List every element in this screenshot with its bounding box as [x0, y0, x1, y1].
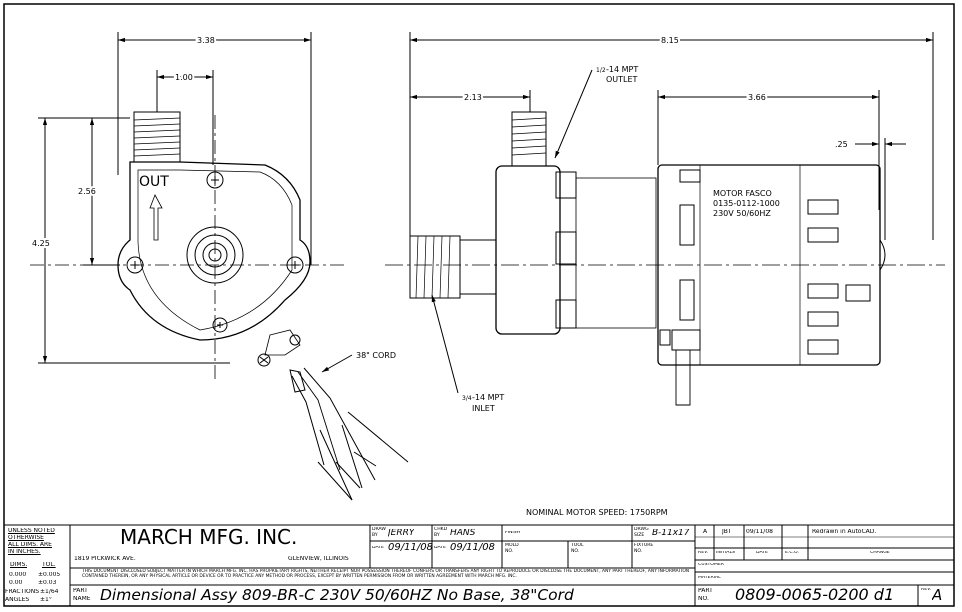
front-view	[30, 32, 409, 501]
out-label: OUT	[139, 174, 169, 190]
dims-col-label: DIMS.	[10, 562, 28, 568]
rev-header-rev: REV.	[698, 551, 709, 555]
rev-value: A	[932, 588, 943, 603]
part-name-label-1: PART	[73, 588, 88, 594]
side-view	[385, 32, 945, 406]
cord-label: 38" CORD	[356, 351, 396, 360]
rev-row-change: Redrawn in AutoCAD.	[812, 529, 877, 535]
dim-width-text: 3.38	[197, 36, 215, 45]
date-chkd-value: 09/11/08	[450, 543, 495, 553]
drawn-by-value: JERRY	[388, 529, 415, 538]
dim-height-outlet-text: 2.56	[78, 187, 96, 196]
tol-row-3-dims: FRACTIONS	[5, 589, 40, 595]
part-no-value: 0809-0065-0200 d1	[735, 587, 895, 603]
tolerance-header-1: UNLESS NOTED	[8, 528, 55, 534]
inlet-callout-frac: 3/4	[462, 395, 472, 402]
rev-header-date: DATE	[756, 551, 768, 555]
motor-label-2: 0135-0112-1000	[713, 199, 780, 208]
rev-label: REV.	[921, 588, 932, 592]
title-block-grid	[4, 524, 954, 606]
finish-label: FINISH	[505, 531, 521, 535]
dim-offset-text: 1.00	[175, 73, 193, 82]
inlet-callout-text: -14 MPT	[472, 393, 504, 402]
rev-row-date: 09/11/08	[746, 529, 773, 535]
inlet-callout-text-2: INLET	[472, 404, 495, 413]
date-label-chkd: DATE	[434, 546, 446, 550]
rev-header-initials: INITIALS	[716, 551, 735, 555]
dim-motor-text: 3.66	[748, 93, 766, 102]
tol-row-4-tol: ±1°	[40, 597, 52, 603]
rev-header-change: CHANGE	[870, 551, 890, 555]
customer-label: CUSTOMER	[698, 563, 724, 567]
fixture-label: FIXTURE NO.	[634, 543, 654, 554]
company-name: MARCH MFG. INC.	[120, 527, 298, 547]
drwg-size-label: DRWG SIZE	[634, 527, 649, 538]
rev-header-eco: E.C.O.	[785, 551, 799, 555]
dim-outlet-pos-text: 2.13	[464, 93, 482, 102]
dim-end-text: .25	[835, 140, 848, 149]
tol-col-label: TOL.	[42, 562, 56, 568]
chkd-by-label: CHKD BY	[434, 527, 448, 538]
tol-row-4-dims: ANGLES	[5, 597, 30, 603]
tol-row-3-tol: ±1/64	[40, 589, 59, 595]
tool-label: TOOL NO.	[571, 543, 584, 554]
motor-label-3: 230V 50/60HZ	[713, 209, 771, 218]
part-no-label-2: NO.	[698, 596, 709, 602]
outlet-callout-text: -14 MPT	[606, 65, 638, 74]
drawn-by-label: DRAWN BY	[372, 527, 386, 538]
rev-row-rev: A	[703, 529, 708, 535]
tol-row-2-dims: 0.00	[9, 580, 23, 586]
date-label-drawn: DATE	[372, 546, 384, 550]
company-address-right: GLENVIEW, ILLINOIS	[288, 556, 349, 562]
outlet-callout-frac: 1/2	[596, 67, 606, 74]
drwg-size-value: B-11x17	[652, 529, 690, 538]
mold-label: MOLD NO.	[505, 543, 519, 554]
tolerance-header-3: ALL DIMS. ARE	[8, 542, 52, 548]
part-no-label-1: PART	[698, 588, 713, 594]
drawing-border	[3, 3, 955, 607]
company-address-left: 1819 PICKWICK AVE.	[74, 556, 136, 562]
part-name-label-2: NAME	[73, 596, 91, 602]
chkd-by-value: HANS	[450, 529, 476, 538]
motor-speed-note: NOMINAL MOTOR SPEED: 1750RPM	[526, 508, 668, 517]
date-drawn-value: 09/11/08	[388, 543, 433, 553]
dim-overall-text: 8.15	[661, 36, 679, 45]
motor-label-1: MOTOR FASCO	[713, 189, 772, 198]
material-label: MATERIAL	[698, 576, 721, 580]
proprietary-notice: THIS DOCUMENT DISCLOSED SUBJECT MATTER I…	[82, 569, 690, 580]
rev-row-initials: JBT	[722, 529, 732, 535]
outlet-callout-text-2: OUTLET	[606, 75, 638, 84]
part-name-value: Dimensional Assy 809-BR-C 230V 50/60HZ N…	[100, 588, 574, 604]
dim-height-total-text: 4.25	[32, 239, 50, 248]
tolerance-header-2: OTHERWISE	[8, 535, 44, 541]
tol-row-1-tol: ±0.005	[38, 572, 61, 578]
tol-row-2-tol: ±0.03	[38, 580, 57, 586]
tol-row-1-dims: 0.000	[9, 572, 27, 578]
tolerance-header-4: IN INCHES.	[8, 549, 41, 555]
